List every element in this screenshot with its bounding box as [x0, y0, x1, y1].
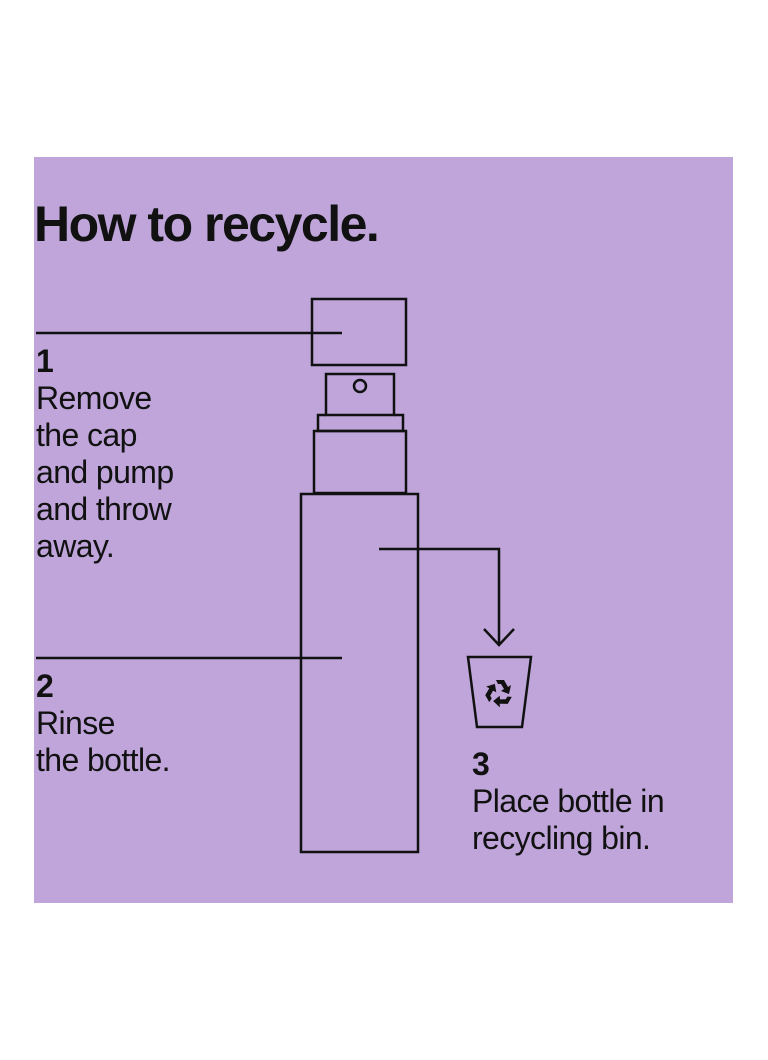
arrow-icon	[379, 547, 515, 647]
bottle-body	[299, 492, 420, 854]
step-1-number: 1	[36, 343, 54, 379]
step-3-number: 3	[472, 746, 490, 782]
pump-icon	[312, 372, 408, 495]
step-1: 1 Remove the cap and pump and throw away…	[36, 343, 174, 565]
recycling-panel: How to recycle.	[34, 157, 733, 903]
bottle-illustration	[36, 297, 533, 854]
step-3: 3 Place bottle in recycling bin.	[472, 746, 665, 857]
step-1-text: Remove the cap and pump and throw away.	[36, 380, 174, 564]
step-2: 2 Rinse the bottle.	[36, 668, 171, 779]
recycling-bin-icon	[466, 655, 533, 729]
recycle-symbol-icon	[485, 680, 512, 708]
step-2-text: Rinse the bottle.	[36, 705, 171, 778]
step-3-text: Place bottle in recycling bin.	[472, 783, 665, 856]
page-title: How to recycle.	[34, 196, 380, 252]
cap-icon	[310, 297, 408, 367]
step-2-number: 2	[36, 668, 54, 704]
